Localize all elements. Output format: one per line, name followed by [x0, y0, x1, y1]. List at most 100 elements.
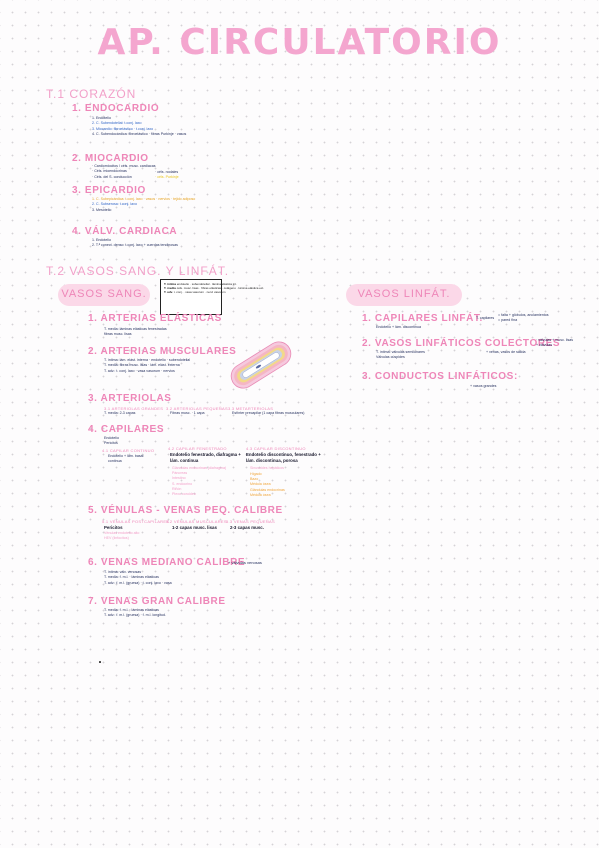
list-item: · Céls. mioendocrinas: [92, 169, 127, 174]
list-item: Médula ósea: [250, 482, 271, 487]
heading-arterias-musculares: 2. ARTERIAS MUSCULARES: [88, 346, 237, 357]
list-item: T. media: fibras musc. lisas · lám. elás…: [104, 363, 180, 368]
list-item: Vénulas endotelio alto: [104, 531, 140, 535]
heading-arterias-elasticas: 1. ARTERIAS ELÁSTICAS: [88, 313, 222, 324]
list-item: Glándulas endocrinas (diafragma): [172, 466, 227, 470]
capilares-intro: Endotelio Pericitos: [104, 436, 119, 447]
capilar-fenestrado-examples: Glándulas endocrinas (diafragma) Páncrea…: [172, 466, 226, 497]
legend-key: T. media: [164, 286, 176, 291]
arteriolas-text: Esfínter precapilar (1 capa fibras muscu…: [232, 411, 305, 415]
venulas-text: 2-3 capas musc.: [230, 525, 264, 530]
list-item: · Cardiomiocitos / céls. musc. cardíacas: [92, 164, 156, 168]
venas-mediano-text: T. íntima: válv. venosas T. media: f. m.…: [104, 570, 172, 586]
list-item: + válvulas: [536, 343, 553, 348]
list-item: fibras musc. lisas: [104, 332, 132, 337]
capilar-continuo-text: Endotelio + lám. basal continua: [108, 454, 143, 465]
capilares-linf-text: Endotelio + lám. discontinua: [376, 325, 422, 329]
section-heading-t2: T.2 VASOS SANG. Y LINFÁT.: [46, 264, 230, 278]
list-item: = falta + glóbulos, anclamientos: [498, 313, 549, 317]
list-item: T. adv.: t. conj. laxo · vasa vasorum · …: [104, 368, 175, 373]
arterias-elasticas-text: T. media: láminas elásticas fenestradas …: [104, 327, 167, 338]
legend-value: endotelio · subendotelial · lámina elást…: [176, 282, 237, 286]
capilar-sub: 4.3 CAPILAR DISCONTINUO: [246, 446, 306, 451]
capilares-linf-notes: = falta + glóbulos, anclamientos = pared…: [498, 313, 549, 324]
list-item: Páncreas: [172, 471, 188, 476]
vasos-colectores-notes: · válvulas + musc. lisas + válvulas: [536, 338, 573, 349]
epicardio-list: 1. C. Subepicárdica: t.conj. laxo · vaso…: [92, 197, 195, 213]
list-item: T. íntima: válv. venosas: [104, 570, 142, 574]
list-item: · Céls. del S. conducción: [92, 174, 132, 179]
capilar-fenestrado-text: Endotelio fenestrado, diafragma + lám. c…: [170, 452, 241, 464]
layers-legend-box: T. íntima endotelio · subendotelial · lá…: [160, 279, 264, 315]
list-item: Endotelio fenestrado, diafragma +: [170, 452, 241, 457]
heading-valvula: 4. VÁLV. CARDIACA: [72, 226, 178, 237]
heading-endocardio: 1. ENDOCARDIO: [72, 103, 160, 114]
endocardio-list: 1. Endotelio 2. C. Subendotelial: t.conj…: [92, 116, 186, 138]
capilares-linf-label: T. capilares: [476, 316, 495, 320]
list-item: T. media: láminas elásticas fenestradas: [104, 327, 167, 331]
heading-capilares-linf: 1. CAPILARES LINFÁT.: [362, 313, 483, 324]
list-item: lám. discontinua, porosa: [246, 458, 298, 463]
heading-conductos-linf: 3. CONDUCTOS LINFÁTICOS:: [362, 371, 518, 382]
heading-capilares: 4. CAPILARES: [88, 424, 165, 435]
legend-value: céls. musc. lisas · fibras elásticas · c…: [176, 286, 265, 291]
miocardio-list: · Cardiomiocitos / céls. musc. cardíacas…: [92, 164, 156, 180]
arteriolas-sub: 3.3 METARTERIOLAS: [228, 406, 274, 411]
legend-key: T. adv.: [164, 290, 173, 295]
venulas-text: Pericitos: [104, 525, 123, 530]
list-item: T. media: f. m.l. · láminas elásticas: [104, 608, 159, 612]
list-item: · céls. Purkinje: [155, 175, 179, 180]
list-item: Válvulas cúspides: [376, 355, 405, 360]
list-item: lám. continua: [170, 458, 199, 463]
capilar-discontinuo-organs: Hígado Bazo Médula ósea Glándulas endocr…: [250, 472, 285, 498]
list-item: Glándulas endocrinas: [250, 487, 285, 492]
list-item: T. adv.: f. m.l. (gruesa) · t. conj. lax…: [104, 580, 172, 585]
list-item: T. íntima: válvulas semilunares: [376, 350, 425, 354]
vasos-sang-banner: VASOS SANG.: [58, 284, 150, 306]
heading-venulas: 5. VÉNULAS - VENAS PEQ. CALIBRE: [88, 505, 283, 516]
list-item: 3. Mesotelio: [92, 207, 112, 212]
venas-gran-text: T. media: f. m.l. · láminas elásticas T.…: [104, 608, 166, 619]
list-item: = pared fina: [498, 318, 518, 323]
list-item: Endotelio discontinuo, fenestrado +: [246, 452, 321, 457]
list-item: Intestino: [172, 476, 186, 481]
list-item: 1. Endotelio: [92, 238, 111, 242]
list-item: S. endocrino: [172, 481, 193, 486]
list-item: Pericitos: [104, 441, 118, 446]
heading-vasos-colectores: 2. VASOS LINFÁTICOS COLECTORES: [362, 338, 561, 349]
conductos-text: + vasos grandes: [470, 384, 497, 388]
list-item: 2. T.ª conect. denso: t.conj. laxo + cue…: [92, 243, 178, 248]
list-item: Bazo: [250, 477, 259, 482]
list-item: · céls. nodales: [155, 170, 179, 174]
venas-mediano-extra: + válvulas venosas: [228, 560, 262, 565]
list-item: Hígado: [250, 472, 262, 476]
list-item: 2. C. Subserosa: t.conj. laxo: [92, 202, 137, 207]
vasos-colectores-text: T. íntima: válvulas semilunares Válvulas…: [376, 350, 425, 361]
heading-venas-mediano: 6. VENAS MEDIANO CALIBRE: [88, 557, 246, 568]
section-heading-t1: T.1 CORAZÓN: [46, 87, 137, 101]
capilar-discontinuo-examples: Sinusoides hepáticos: [250, 466, 284, 471]
legend-key: T. íntima: [164, 282, 177, 286]
heading-epicardio: 3. EPICARDIO: [72, 185, 146, 196]
list-item: Plexo coroideo: [172, 492, 196, 497]
list-item: 2. C. Subendotelial: t.conj. laxo: [92, 121, 142, 126]
list-item: continua: [108, 459, 122, 464]
legend-value: t. conj. · vasa vasorum · nervi vasorum: [173, 290, 226, 295]
arteriolas-text: Fibras musc. · 1 capa: [170, 411, 205, 415]
heading-miocardio: 2. MIOCARDIO: [72, 153, 149, 164]
miocardio-notes: · céls. nodales · céls. Purkinje: [155, 170, 179, 181]
arteriolas-sub: 3.2 ARTERIOLAS PEQUEÑAS: [166, 406, 228, 411]
list-item: Sinusoides hepáticos: [250, 466, 284, 470]
heading-arteriolas: 3. ARTERIOLAS: [88, 393, 172, 404]
list-item: T. adv.: f. m.l. (gruesa) · f. m.l. long…: [104, 613, 167, 618]
list-item: T. íntima: lám. elást. interna · endotel…: [104, 358, 191, 362]
venulas-sub: 5.3 VENAS PEQUEÑAS: [226, 519, 275, 524]
list-item: T. media: f. m.l. · láminas elásticas: [104, 575, 159, 580]
list-item: Endotelio + lám. basal: [108, 454, 144, 458]
valvula-list: 1. Endotelio 2. T.ª conect. denso: t.con…: [92, 238, 178, 249]
vasos-linf-banner: VASOS LINFÁT.: [346, 284, 462, 306]
list-item: 1. C. Subepicárdica: t.conj. laxo · vaso…: [92, 197, 196, 201]
list-item: Médula ósea: [250, 492, 271, 497]
venulas-text: 1-2 capas musc. lisas: [172, 525, 217, 530]
list-item: 4. C. Subendocárdica: fibroelástico · fi…: [92, 132, 187, 137]
